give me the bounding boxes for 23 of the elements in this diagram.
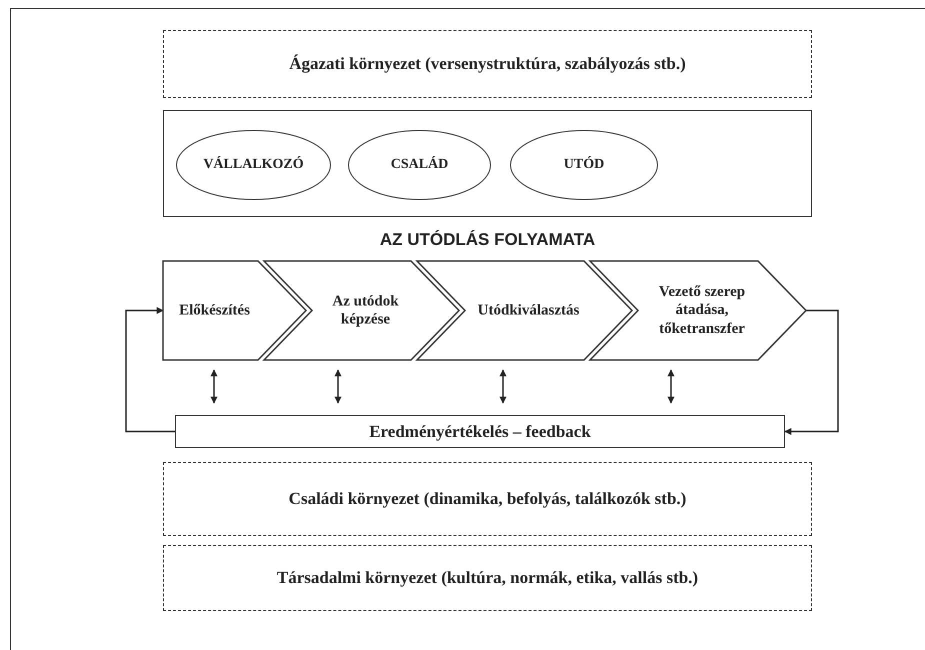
container-box: [163, 110, 812, 217]
step-label: Vezető szerep átadása, tőketranszfer: [658, 282, 746, 339]
process-box: [175, 415, 785, 448]
arrow: [125, 307, 175, 432]
node-text: UTÓD: [562, 156, 606, 174]
dashed-box: [163, 545, 812, 611]
step-label: Az utódok képzése: [331, 292, 400, 330]
node-text: Családi környezet (dinamika, befolyás, találkozók stb.): [288, 488, 688, 510]
double-arrow: [210, 369, 218, 404]
node-text: VÁLLALKOZÓ: [202, 156, 305, 174]
node-text: CSALÁD: [390, 156, 450, 174]
double-arrow: [500, 369, 506, 404]
process-heading: AZ UTÓDLÁS FOLYAMATA: [378, 230, 596, 250]
double-arrow: [334, 369, 342, 404]
node-text: Ágazati környezet (versenystruktúra, szabályozás stb.): [288, 53, 687, 75]
step-label: Utódkiválasztás: [476, 301, 580, 320]
dashed-box: [163, 462, 812, 536]
double-arrow: [668, 369, 674, 404]
step-label: Előkészítés: [178, 301, 251, 320]
node-text: Eredményértékelés – feedback: [368, 420, 592, 442]
arrow: [784, 310, 839, 435]
node-text: Társadalmi környezet (kultúra, normák, etika, vallás stb.): [276, 567, 700, 589]
dashed-box: [163, 30, 812, 98]
